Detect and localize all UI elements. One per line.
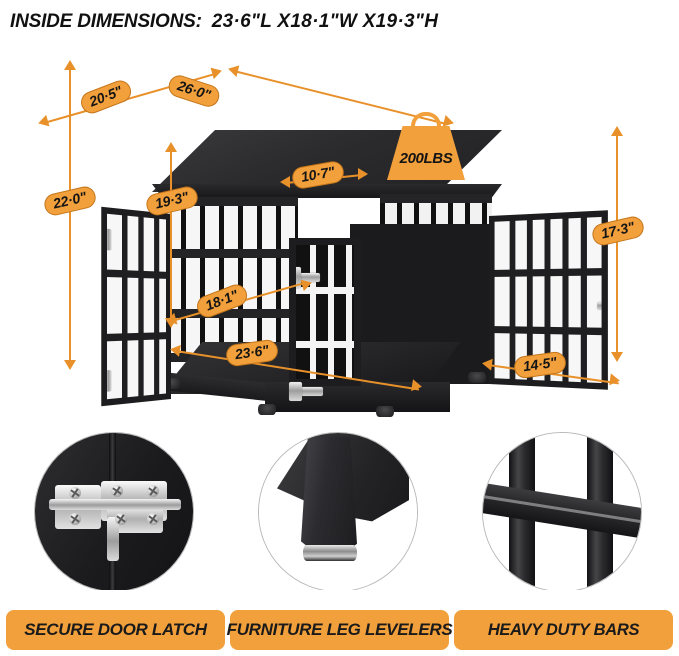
dim-arrow-inside-length-start [169, 343, 181, 357]
door-bar [580, 217, 587, 383]
product-illustration-stage: 20·5" 26·0" 200LBS 22·0" 19·3" 10·7" 18·… [0, 42, 679, 422]
dim-arrow-overall-height-top [64, 60, 76, 70]
dim-arrow-inside-height-top [165, 142, 177, 152]
door-bar [346, 245, 352, 379]
crate-foot-right-front [376, 406, 394, 417]
feature-label-heavy-duty-bars: HEAVY DUTY BARS [454, 610, 673, 650]
feature-label-secure-door-latch: SECURE DOOR LATCH [6, 610, 225, 650]
door-rail [296, 341, 354, 348]
door-bar [328, 245, 334, 379]
heavy-duty-bars-closeup-photo [482, 432, 642, 590]
right-door-latch[interactable] [597, 302, 608, 310]
base-rail-latch-bar[interactable] [293, 387, 323, 396]
front-door-latch-plate[interactable] [296, 267, 301, 288]
feature-highlights-row: SECURE DOOR LATCH FURNITURE LEG LEVELERS… [0, 428, 679, 656]
door-bar [509, 220, 516, 380]
crate-left-wall-mid-rail [162, 249, 298, 258]
left-door-hinge-top [105, 228, 112, 251]
dim-arrow-front-door-end [358, 168, 368, 180]
crate-left-door-grid [107, 213, 166, 400]
crate-left-door[interactable] [101, 206, 171, 407]
door-bar [154, 218, 160, 395]
dog-crate-furniture-illustration [0, 42, 679, 422]
left-door-hinge-bottom [105, 369, 112, 392]
dim-arrow-side-depth-end [609, 373, 621, 387]
door-rail [494, 268, 602, 277]
latch-screw [111, 485, 123, 497]
base-rail-latch-plate[interactable] [289, 382, 302, 401]
feature-label-furniture-leg-levelers: FURNITURE LEG LEVELERS [227, 610, 453, 650]
leg-leveler-closeup-photo [258, 432, 418, 590]
leveler-photo-adjustable-foot [303, 545, 357, 561]
latch-screw [69, 513, 81, 525]
feature-furniture-leg-levelers: FURNITURE LEG LEVELERS [227, 428, 453, 656]
crate-foot-left-front [258, 404, 276, 415]
door-latch-closeup-photo [34, 432, 194, 590]
latch-screw [115, 513, 127, 525]
weight-capacity-icon: 200LBS [387, 112, 465, 180]
feature-2-photo-wrap [230, 428, 449, 590]
crate-front-door[interactable] [289, 238, 361, 386]
weight-icon-body [387, 126, 465, 180]
dim-arrow-overall-height-bottom [64, 360, 76, 370]
door-rail [296, 287, 354, 294]
feature-secure-door-latch: SECURE DOOR LATCH [6, 428, 225, 656]
dim-line-side-height [616, 134, 618, 356]
weight-capacity-label: 200LBS [399, 150, 453, 167]
front-door-slide-bolt-latch[interactable] [296, 273, 320, 282]
leveler-photo-leg [301, 437, 357, 553]
feature-heavy-duty-bars: HEAVY DUTY BARS [454, 428, 673, 656]
crate-left-wall-top-rail [162, 197, 298, 206]
dim-arrow-side-height-bottom [611, 352, 623, 362]
door-bar [138, 216, 144, 397]
dim-arrow-side-height-top [611, 126, 623, 136]
crate-left-wall-lower-rail [162, 309, 298, 318]
door-bar [122, 215, 128, 398]
crate-right-wall-top-rail [380, 194, 492, 203]
feature-1-photo-wrap [6, 428, 225, 590]
latch-screw [69, 487, 81, 499]
crate-front-door-grid [296, 245, 354, 379]
inside-dimensions-value: 23·6"L X18·1"W X19·3"H [211, 11, 439, 32]
latch-screw [147, 485, 159, 497]
crate-left-wall-panel [162, 197, 298, 362]
latch-slide-bolt-bar [49, 499, 181, 510]
door-bar [310, 245, 316, 379]
crate-left-wall-bars [162, 197, 298, 362]
inside-dimensions-header: INSIDE DIMENSIONS: 23·6"L X18·1"W X19·3"… [10, 5, 670, 39]
dim-arrow-inside-height-bottom [165, 318, 177, 328]
dim-line-inside-height [170, 150, 172, 322]
inside-dimensions-label: INSIDE DIMENSIONS: [10, 11, 202, 32]
dim-line-overall-height [69, 68, 71, 364]
crate-foot-right-rear [468, 372, 486, 383]
crate-foot-left-rear [162, 378, 180, 389]
door-rail [107, 269, 166, 279]
feature-3-photo-wrap [454, 428, 673, 590]
dim-arrow-inside-length-end [411, 379, 423, 393]
latch-screw [147, 513, 159, 525]
dim-arrow-side-depth-start [481, 357, 493, 371]
latch-drop-pin [107, 517, 119, 561]
weight-icon-handle [411, 112, 441, 132]
dim-arrow-front-door-start [280, 176, 290, 188]
